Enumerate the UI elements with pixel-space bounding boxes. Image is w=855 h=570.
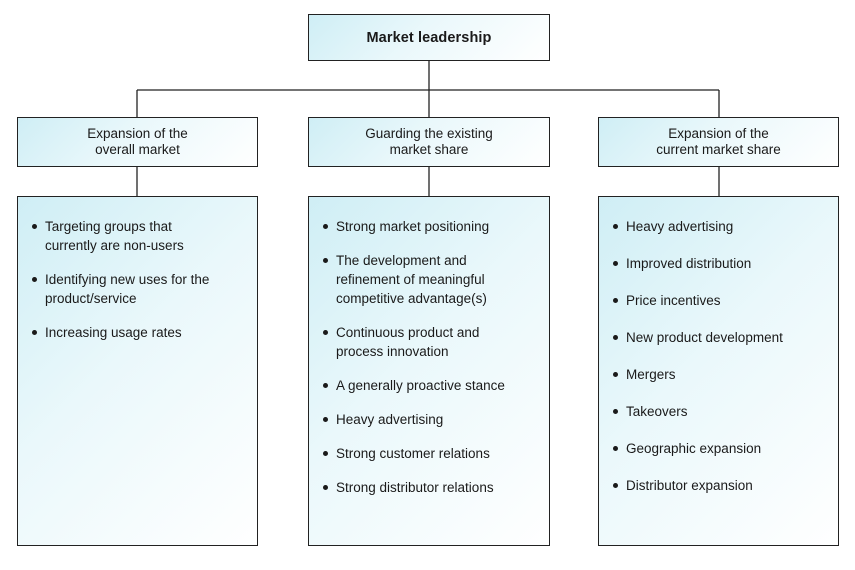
list-item-text: Takeovers: [626, 404, 688, 419]
bullet-icon: [323, 224, 328, 229]
bullet-icon: [613, 224, 618, 229]
bullet-icon: [323, 485, 328, 490]
list-item: Heavy advertising: [613, 217, 826, 236]
bullet-icon: [32, 277, 37, 282]
list-item: Geographic expansion: [613, 439, 826, 458]
bullet-list: Strong market positioning The developmen…: [323, 217, 537, 497]
list-item: Heavy advertising: [323, 410, 537, 429]
list-item-text: Continuous product and process innovatio…: [336, 325, 480, 359]
heading-node-current-share: Expansion of the current market share: [598, 117, 839, 167]
list-item-text: Heavy advertising: [336, 412, 444, 427]
bullet-icon: [613, 261, 618, 266]
list-item-text: Increasing usage rates: [45, 325, 182, 340]
list-item: Takeovers: [613, 402, 826, 421]
heading-label: Guarding the existing market share: [365, 126, 493, 157]
list-item: New product development: [613, 328, 826, 347]
list-item-text: New product development: [626, 330, 783, 345]
bullet-icon: [323, 258, 328, 263]
list-item-text: Geographic expansion: [626, 441, 762, 456]
list-item: A generally proactive stance: [323, 376, 537, 395]
list-item-text: Strong customer relations: [336, 446, 490, 461]
list-item-text: The development and refinement of meanin…: [336, 253, 487, 306]
root-node: Market leadership: [308, 14, 550, 61]
list-node-current-share: Heavy advertising Improved distribution …: [598, 196, 839, 546]
list-item-text: A generally proactive stance: [336, 378, 505, 393]
list-item: Price incentives: [613, 291, 826, 310]
list-item-text: Targeting groups that currently are non-…: [45, 219, 184, 253]
list-item-text: Identifying new uses for the product/ser…: [45, 272, 210, 306]
list-item: Strong market positioning: [323, 217, 537, 236]
list-item: Mergers: [613, 365, 826, 384]
bullet-icon: [323, 417, 328, 422]
bullet-icon: [613, 409, 618, 414]
list-item-text: Price incentives: [626, 293, 721, 308]
bullet-icon: [323, 330, 328, 335]
bullet-icon: [32, 330, 37, 335]
heading-label: Expansion of the current market share: [656, 126, 781, 157]
heading-node-overall-market: Expansion of the overall market: [17, 117, 258, 167]
list-node-existing-share: Strong market positioning The developmen…: [308, 196, 550, 546]
list-node-overall-market: Targeting groups that currently are non-…: [17, 196, 258, 546]
list-item: Strong distributor relations: [323, 478, 537, 497]
root-label: Market leadership: [366, 29, 492, 46]
list-item: Improved distribution: [613, 254, 826, 273]
bullet-icon: [613, 298, 618, 303]
list-item-text: Improved distribution: [626, 256, 752, 271]
bullet-icon: [613, 335, 618, 340]
list-item-text: Heavy advertising: [626, 219, 734, 234]
bullet-icon: [613, 483, 618, 488]
list-item: The development and refinement of meanin…: [323, 251, 537, 308]
list-item-text: Strong market positioning: [336, 219, 490, 234]
list-item: Continuous product and process innovatio…: [323, 323, 537, 361]
list-item: Distributor expansion: [613, 476, 826, 495]
list-item-text: Distributor expansion: [626, 478, 753, 493]
bullet-icon: [613, 446, 618, 451]
bullet-icon: [613, 372, 618, 377]
bullet-icon: [323, 451, 328, 456]
list-item: Identifying new uses for the product/ser…: [32, 270, 245, 308]
list-item: Increasing usage rates: [32, 323, 245, 342]
list-item-text: Mergers: [626, 367, 676, 382]
heading-node-existing-share: Guarding the existing market share: [308, 117, 550, 167]
list-item: Targeting groups that currently are non-…: [32, 217, 245, 255]
list-item: Strong customer relations: [323, 444, 537, 463]
heading-label: Expansion of the overall market: [87, 126, 188, 157]
bullet-icon: [323, 383, 328, 388]
bullet-list: Heavy advertising Improved distribution …: [613, 217, 826, 495]
list-item-text: Strong distributor relations: [336, 480, 494, 495]
bullet-list: Targeting groups that currently are non-…: [32, 217, 245, 342]
bullet-icon: [32, 224, 37, 229]
